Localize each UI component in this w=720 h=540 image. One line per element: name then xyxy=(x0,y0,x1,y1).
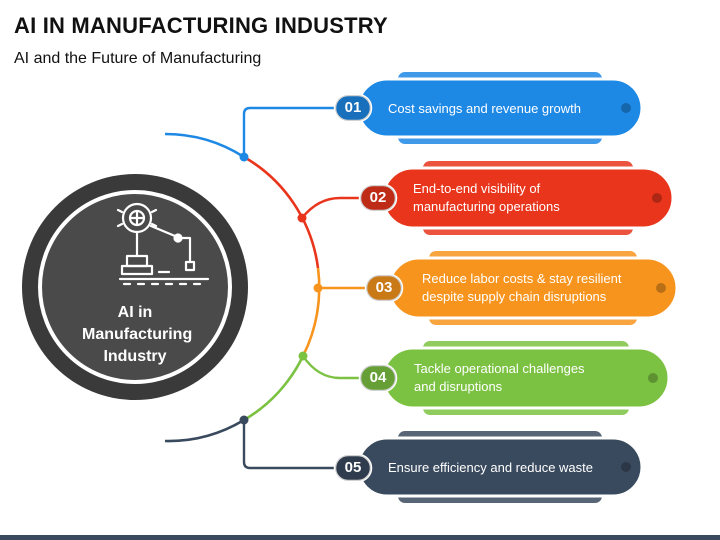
connector-02 xyxy=(301,196,362,219)
item-number-badge xyxy=(333,453,373,483)
item-number-badge-shade xyxy=(366,275,402,301)
item-number-badge xyxy=(358,183,398,213)
item-number-05: 05 xyxy=(344,459,362,476)
item-number-04: 04 xyxy=(369,369,387,386)
connector-dot-04 xyxy=(298,351,308,361)
center-label: AI in Manufacturing Industry xyxy=(82,304,193,365)
arc-segment-05 xyxy=(164,418,245,443)
item-card-02 xyxy=(358,161,675,235)
arc-segment-02 xyxy=(243,155,320,269)
arc-segment-01 xyxy=(164,132,245,159)
connector-04 xyxy=(302,355,360,380)
connector-dot-02 xyxy=(297,213,307,223)
item-text-03: Reduce labor costs & stay resilient desp… xyxy=(422,271,622,304)
item-number-badge-shade xyxy=(360,185,396,211)
connector-dot-01 xyxy=(239,152,249,162)
robotic-arm-brain-icon xyxy=(116,202,210,286)
item-card-end-dot xyxy=(652,193,662,203)
item-card-04 xyxy=(358,341,671,415)
arc-segment-03 xyxy=(301,267,321,357)
item-card-01 xyxy=(333,72,644,144)
item-number-badge-shade xyxy=(335,455,371,481)
item-number-01: 01 xyxy=(344,99,362,116)
connector-dot-05 xyxy=(239,415,249,425)
item-number-badge xyxy=(333,93,373,123)
item-number-badge-shade xyxy=(335,95,371,121)
connector-dot-03 xyxy=(313,283,323,293)
item-text-04: Tackle operational challenges and disrup… xyxy=(414,361,585,394)
item-text-02: End-to-end visibility of manufacturing o… xyxy=(413,181,560,214)
item-number-02: 02 xyxy=(369,189,387,206)
page-subtitle: AI and the Future of Manufacturing xyxy=(14,50,262,67)
page-title: AI IN MANUFACTURING INDUSTRY xyxy=(14,13,388,38)
item-card-03 xyxy=(364,251,679,325)
item-text-05: Ensure efficiency and reduce waste xyxy=(388,460,593,475)
footer-bar xyxy=(0,535,720,540)
connector-01 xyxy=(242,106,335,157)
item-card-end-dot xyxy=(648,373,658,383)
item-text-01: Cost savings and revenue growth xyxy=(388,101,581,116)
item-card-end-dot xyxy=(621,462,631,472)
arc-segment-04 xyxy=(243,355,305,422)
item-number-badge-shade xyxy=(360,365,396,391)
item-card-end-dot xyxy=(621,103,631,113)
item-card-05 xyxy=(333,431,644,503)
item-number-03: 03 xyxy=(375,279,393,296)
item-number-badge xyxy=(358,363,398,393)
item-number-badge xyxy=(364,273,404,303)
connector-05 xyxy=(242,420,335,470)
item-card-end-dot xyxy=(656,283,666,293)
center-circle-inner xyxy=(38,190,232,384)
